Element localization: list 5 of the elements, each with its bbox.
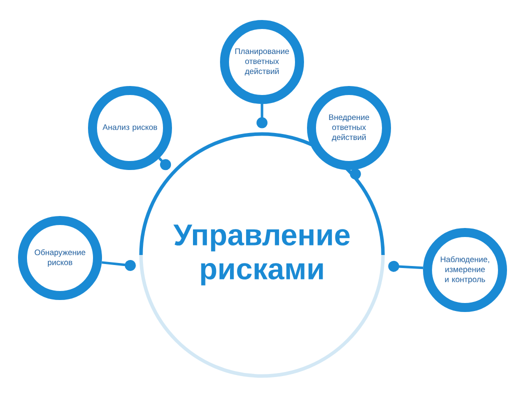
connector [102, 260, 136, 271]
connector [158, 157, 172, 170]
connector [388, 260, 424, 272]
connector [350, 168, 361, 180]
connector [256, 104, 268, 128]
